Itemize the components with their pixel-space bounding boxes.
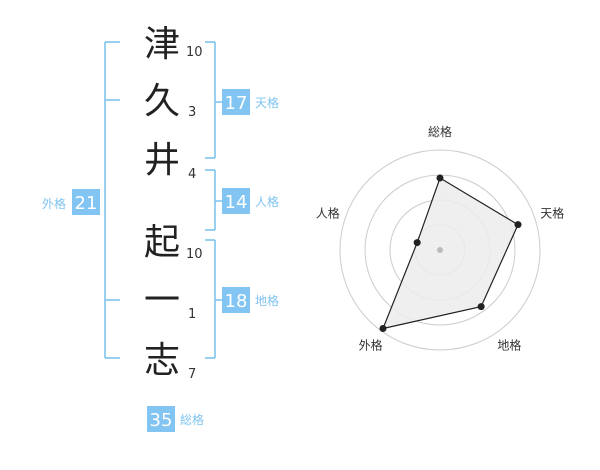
chikaku-bracket (205, 239, 222, 359)
radar-point-2 (514, 221, 522, 229)
gaikaku-label: 外格 (42, 196, 66, 211)
name-char-5: 一 (144, 280, 180, 321)
jinkaku-label: 人格 (255, 194, 279, 209)
tenkaku-value: 17 (225, 93, 248, 114)
radar-point-3 (477, 303, 485, 311)
stroke-count-1: 10 (186, 45, 203, 60)
gaikaku-value: 21 (75, 193, 98, 214)
radar-data-polygon (382, 177, 519, 330)
radar-point-1 (436, 174, 444, 182)
radar-center (437, 247, 443, 253)
soukaku-value: 35 (150, 410, 173, 431)
radar-axis-label-1: 総格 (428, 124, 452, 139)
name-char-4: 起 (144, 222, 180, 263)
jinkaku-badge: 14 人格 (222, 188, 279, 214)
radar-axis-label-4: 外格 (359, 338, 383, 353)
tenkaku-bracket (205, 41, 222, 159)
name-characters: 津 久 井 起 一 志 (144, 24, 180, 381)
soukaku-label: 総格 (180, 412, 204, 427)
chikaku-badge: 18 地格 (222, 287, 279, 313)
chikaku-label: 地格 (255, 293, 279, 308)
stroke-count-3: 4 (188, 167, 196, 182)
gaikaku-value-box (72, 189, 100, 215)
name-char-2: 久 (144, 81, 180, 122)
tenkaku-badge: 17 天格 (222, 89, 279, 115)
radar-point-4 (379, 324, 387, 332)
radar-axis-label-2: 天格 (540, 206, 564, 221)
radar-axis-label-5: 人格 (316, 206, 340, 221)
name-char-1: 津 (144, 24, 180, 65)
gaikaku-bracket (104, 41, 120, 359)
name-char-6: 志 (144, 340, 180, 381)
jinkaku-value-box (222, 188, 250, 214)
stroke-counts: 10 3 4 10 1 7 (186, 45, 203, 382)
chikaku-value: 18 (225, 291, 248, 312)
soukaku-badge: 35 総格 (147, 406, 204, 432)
name-char-3: 井 (144, 140, 180, 181)
jinkaku-bracket (205, 169, 222, 231)
gaikaku-badge: 外格 21 (42, 189, 100, 215)
stroke-count-2: 3 (188, 105, 196, 120)
tenkaku-value-box (222, 89, 250, 115)
stroke-count-6: 7 (188, 367, 196, 382)
tenkaku-label: 天格 (255, 95, 279, 110)
chikaku-value-box (222, 287, 250, 313)
stroke-count-4: 10 (186, 247, 203, 262)
stroke-count-5: 1 (188, 307, 196, 322)
jinkaku-value: 14 (225, 192, 248, 213)
soukaku-value-box (147, 406, 175, 432)
radar-point-5 (413, 239, 421, 247)
radar-axis-label-3: 地格 (497, 338, 521, 353)
